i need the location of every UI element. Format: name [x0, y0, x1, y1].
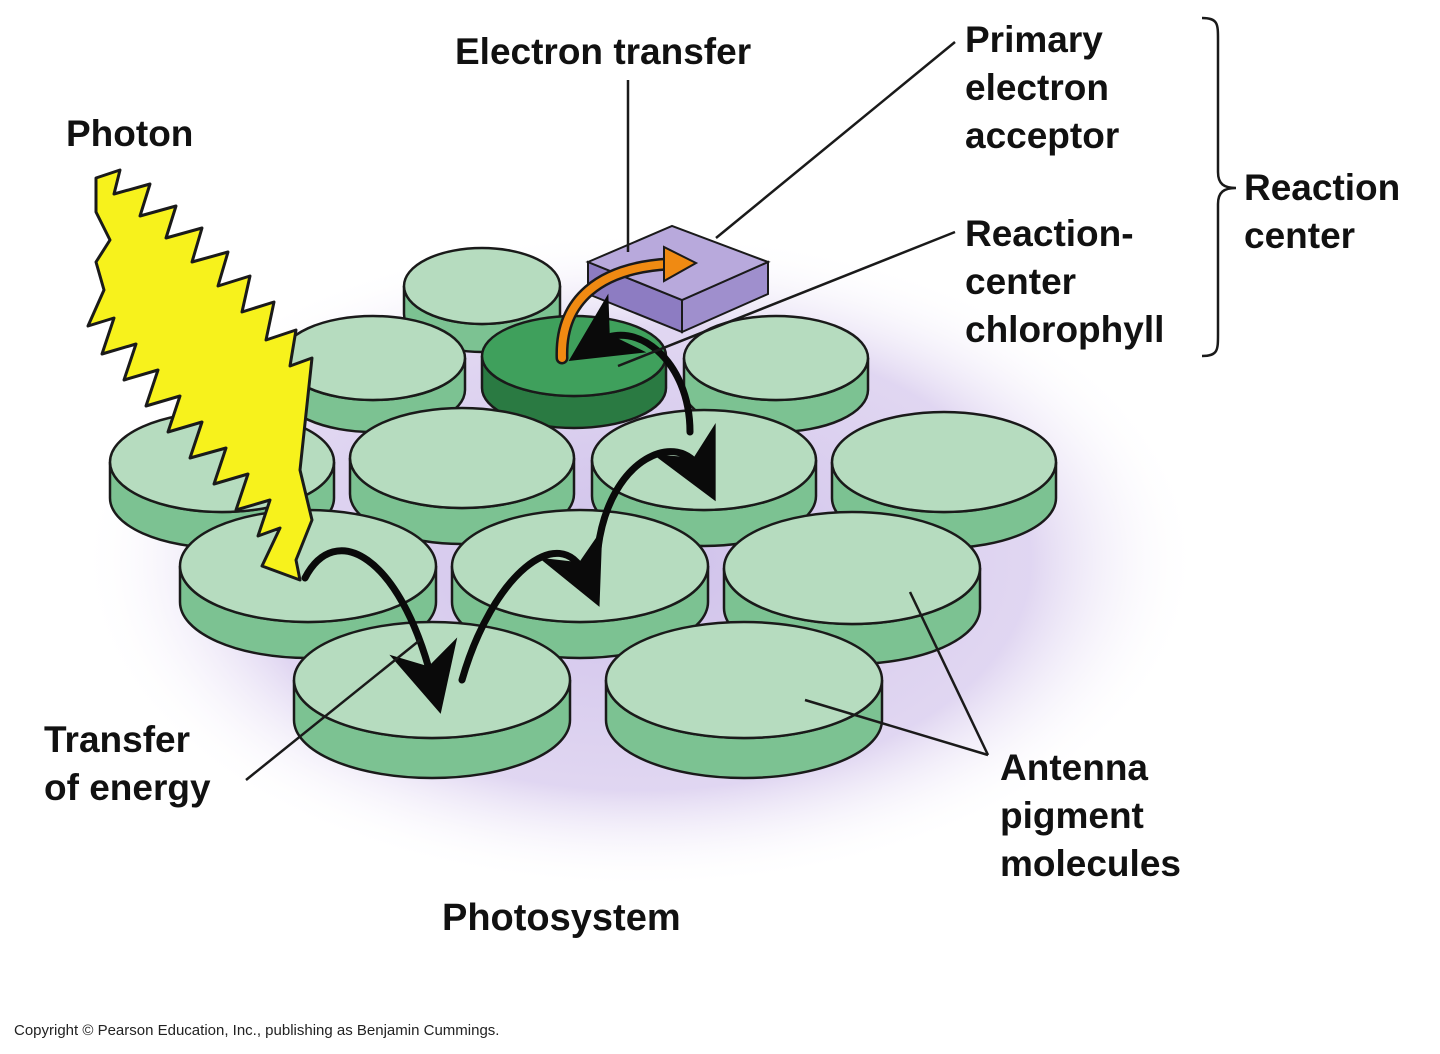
energy-arrow-3 [594, 423, 716, 552]
antenna-disc-row4-b-top [604, 620, 884, 740]
label-rc-chlorophyll-3: chlorophyll [965, 309, 1165, 350]
reaction-center-chlorophyll-disc-top [480, 314, 668, 398]
label-electron-transfer: Electron transfer [455, 31, 752, 72]
photon-bolt-shape [86, 168, 314, 582]
photosystem-title: Photosystem [442, 897, 681, 939]
label-antenna-2: pigment [1000, 795, 1144, 836]
label-transfer-energy-1: Transfer [44, 719, 191, 760]
antenna-disc-row4-b [604, 620, 884, 780]
antenna-disc-row2-d-top [830, 410, 1058, 514]
reaction-center-chlorophyll-disc [480, 314, 668, 430]
antenna-disc-row1-right-top [682, 314, 870, 402]
leader-rc-chlorophyll [617, 230, 956, 368]
label-antenna-3: molecules [1000, 843, 1181, 884]
energy-transfer-arrows [301, 293, 716, 714]
label-primary-acceptor-2: electron [965, 67, 1109, 108]
leader-transfer-energy [245, 639, 421, 781]
antenna-disc-back-top [402, 246, 562, 326]
electron-transfer-arrow [555, 245, 699, 365]
label-reaction-center-1: Reaction [1244, 167, 1401, 208]
antenna-disc-row3-c-top [722, 510, 982, 626]
photon-bolt [86, 168, 314, 582]
label-reaction-center-2: center [1244, 215, 1356, 256]
energy-arrow-2 [458, 528, 603, 684]
copyright-notice: Copyright © Pearson Education, Inc., pub… [14, 1022, 500, 1039]
label-transfer-energy-2: of energy [44, 767, 211, 808]
leader-antenna-1 [908, 591, 990, 756]
label-rc-chlorophyll-2: center [965, 261, 1077, 302]
energy-arrow-1 [301, 547, 458, 714]
label-antenna-1: Antenna [1000, 747, 1148, 788]
antenna-disc-row2-b-top [348, 406, 576, 510]
label-primary-acceptor-1: Primary [965, 19, 1103, 60]
label-rc-chlorophyll-1: Reaction- [965, 213, 1134, 254]
label-photon: Photon [66, 113, 194, 154]
leader-primary-acceptor [715, 41, 956, 239]
antenna-disc-row2-c-top [590, 408, 818, 512]
antenna-disc-row4-a [292, 620, 572, 780]
label-primary-acceptor-3: acceptor [965, 115, 1120, 156]
reaction-center-brace [1201, 16, 1237, 358]
leader-lines [245, 16, 1237, 781]
leader-antenna-2 [804, 698, 989, 757]
